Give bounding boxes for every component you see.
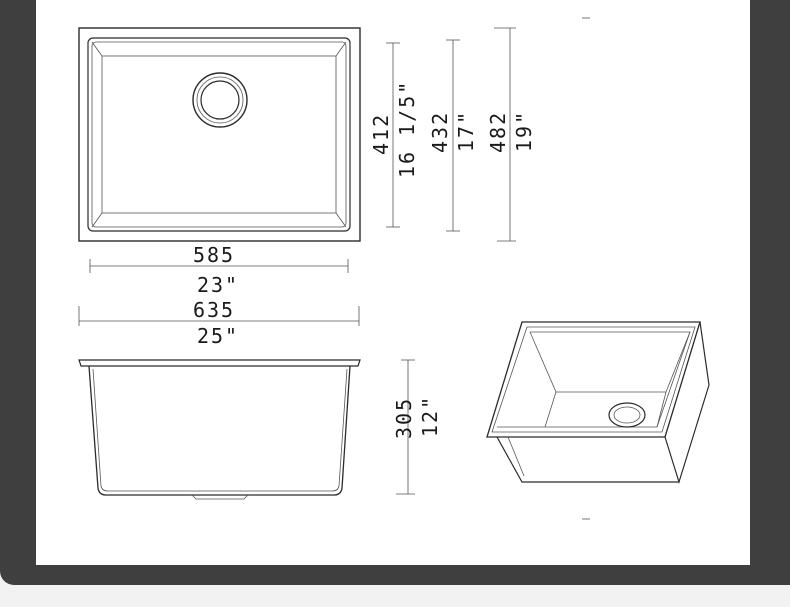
dim-label-585-in: 23"	[197, 273, 239, 297]
drain-outer	[192, 72, 248, 128]
top-corner-br	[335, 212, 347, 228]
front-drain	[191, 494, 249, 500]
top-corner-tl	[91, 41, 103, 57]
iso-drain-outer	[608, 402, 646, 428]
top-outer-flange	[78, 27, 361, 242]
iso-front-left-edge	[507, 436, 525, 477]
isometric-view	[486, 321, 710, 485]
height-dimension-305: 305 12"	[392, 359, 442, 495]
top-bowl-floor	[101, 55, 337, 214]
iso-drain-inner	[613, 406, 641, 424]
top-rim	[87, 37, 351, 232]
front-flange	[78, 359, 361, 367]
dim-label-635-in: 25"	[197, 324, 239, 348]
front-view	[78, 359, 361, 500]
iso-top-rim-inner	[491, 326, 696, 433]
dim-label-585-mm: 585	[193, 243, 235, 267]
drain-inner	[200, 80, 240, 120]
depth-dimension-482: 482 19"	[486, 27, 536, 242]
dim-label-305-in: 12"	[418, 395, 442, 437]
dim-label-432-mm: 432	[428, 111, 452, 153]
dim-label-305-mm: 305	[392, 397, 416, 439]
iso-bowl-edge	[497, 331, 691, 428]
iso-bottom-front	[496, 436, 679, 483]
depth-dimension-432: 432 17"	[428, 39, 478, 232]
iso-right-side	[664, 321, 710, 485]
front-body	[88, 365, 351, 496]
width-dimension-585: 585 23"	[89, 243, 349, 297]
dim-label-635-mm: 635	[193, 298, 235, 322]
iso-inner-corner-back-left	[529, 331, 557, 393]
dim-label-482-mm: 482	[486, 111, 510, 153]
depth-dimension-412: 412 16 1/5"	[369, 42, 419, 228]
top-corner-bl	[91, 212, 103, 228]
top-view	[78, 27, 361, 242]
iso-top-rim	[486, 321, 701, 438]
front-body-inner	[92, 368, 348, 492]
iso-inner-floor-right	[656, 391, 667, 428]
drain-middle	[196, 76, 244, 124]
dim-label-412-in: 16 1/5"	[395, 80, 419, 178]
iso-inner-floor-left	[544, 391, 557, 428]
dim-label-432-in: 17"	[454, 110, 478, 152]
iso-inner-corner-back-right	[665, 331, 691, 393]
top-rim-inner	[91, 41, 347, 228]
width-dimension-635: 635 25"	[78, 298, 360, 348]
top-corner-tr	[335, 41, 347, 57]
dim-label-482-in: 19"	[512, 110, 536, 152]
dim-label-412-mm: 412	[369, 113, 393, 155]
